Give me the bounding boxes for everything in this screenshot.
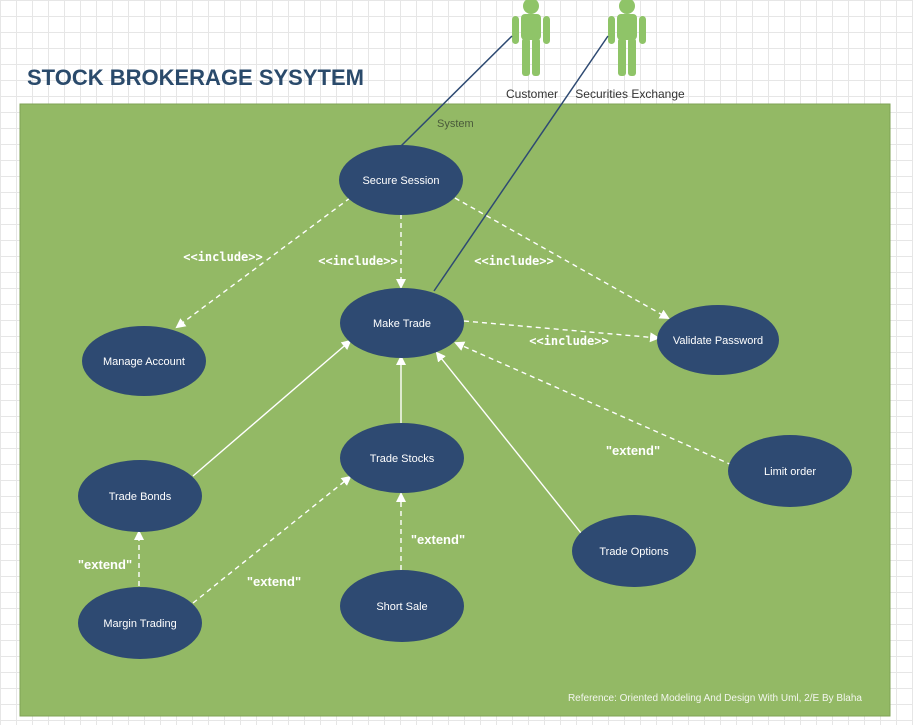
use-case-limit-order[interactable]: Limit order [728, 435, 852, 507]
system-label: System [437, 118, 474, 130]
use-case-short-sale-label: Short Sale [376, 601, 427, 613]
use-case-validate-password[interactable]: Validate Password [657, 305, 779, 375]
actor-customer-label: Customer [506, 87, 558, 101]
extend-label-margin-trading: "extend" [78, 557, 132, 572]
use-case-trade-stocks-label: Trade Stocks [370, 453, 435, 465]
use-case-secure-session-label: Secure Session [362, 175, 439, 187]
reference-note: Reference: Oriented Modeling And Design … [568, 693, 862, 704]
include-label-manage-account: <<include>> [183, 250, 262, 264]
use-case-trade-stocks[interactable]: Trade Stocks [340, 423, 464, 493]
extend-arrow-margin-trades-stocks [192, 475, 352, 604]
diagram-title: STOCK BROKERAGE SYSYTEM [27, 65, 364, 90]
use-case-secure-session[interactable]: Secure Session [339, 145, 463, 215]
association-customer-secure-session [400, 35, 513, 147]
include-label-make-trade: <<include>> [318, 254, 397, 268]
actor-customer-icon[interactable] [512, 0, 550, 76]
use-case-validate-password-label: Validate Password [673, 335, 763, 347]
include-arrow-make-trade-validate [463, 320, 660, 343]
use-case-make-trade[interactable]: Make Trade [340, 288, 464, 358]
actor-securities-exchange-icon[interactable] [608, 0, 646, 76]
use-case-short-sale[interactable]: Short Sale [340, 570, 464, 642]
use-case-manage-account[interactable]: Manage Account [82, 326, 206, 396]
use-case-margin-trading[interactable]: Margin Trading [78, 587, 202, 659]
use-case-trade-options[interactable]: Trade Options [572, 515, 696, 587]
use-case-trade-bonds[interactable]: Trade Bonds [78, 460, 202, 532]
actor-securities-exchange-label: Securities Exchange [575, 87, 685, 101]
use-case-manage-account-label: Manage Account [103, 356, 185, 368]
extend-label-margin-trades-stocks: "extend" [247, 574, 301, 589]
use-case-limit-order-label: Limit order [764, 466, 816, 478]
generalization-trade-options [435, 351, 582, 534]
generalization-trade-bonds [192, 339, 352, 477]
use-case-trade-bonds-label: Trade Bonds [109, 491, 172, 503]
association-exchange-make-trade [433, 35, 609, 292]
use-case-margin-trading-label: Margin Trading [103, 618, 176, 630]
include-arrow-validate-password [454, 197, 670, 319]
include-label-validate-password: <<include>> [474, 254, 553, 268]
extend-label-short-sale: "extend" [411, 532, 465, 547]
include-label-make-trade-validate: <<include>> [529, 334, 608, 348]
extend-label-limit-order: "extend" [606, 443, 660, 458]
use-case-make-trade-label: Make Trade [373, 318, 431, 330]
use-case-trade-options-label: Trade Options [599, 546, 669, 558]
